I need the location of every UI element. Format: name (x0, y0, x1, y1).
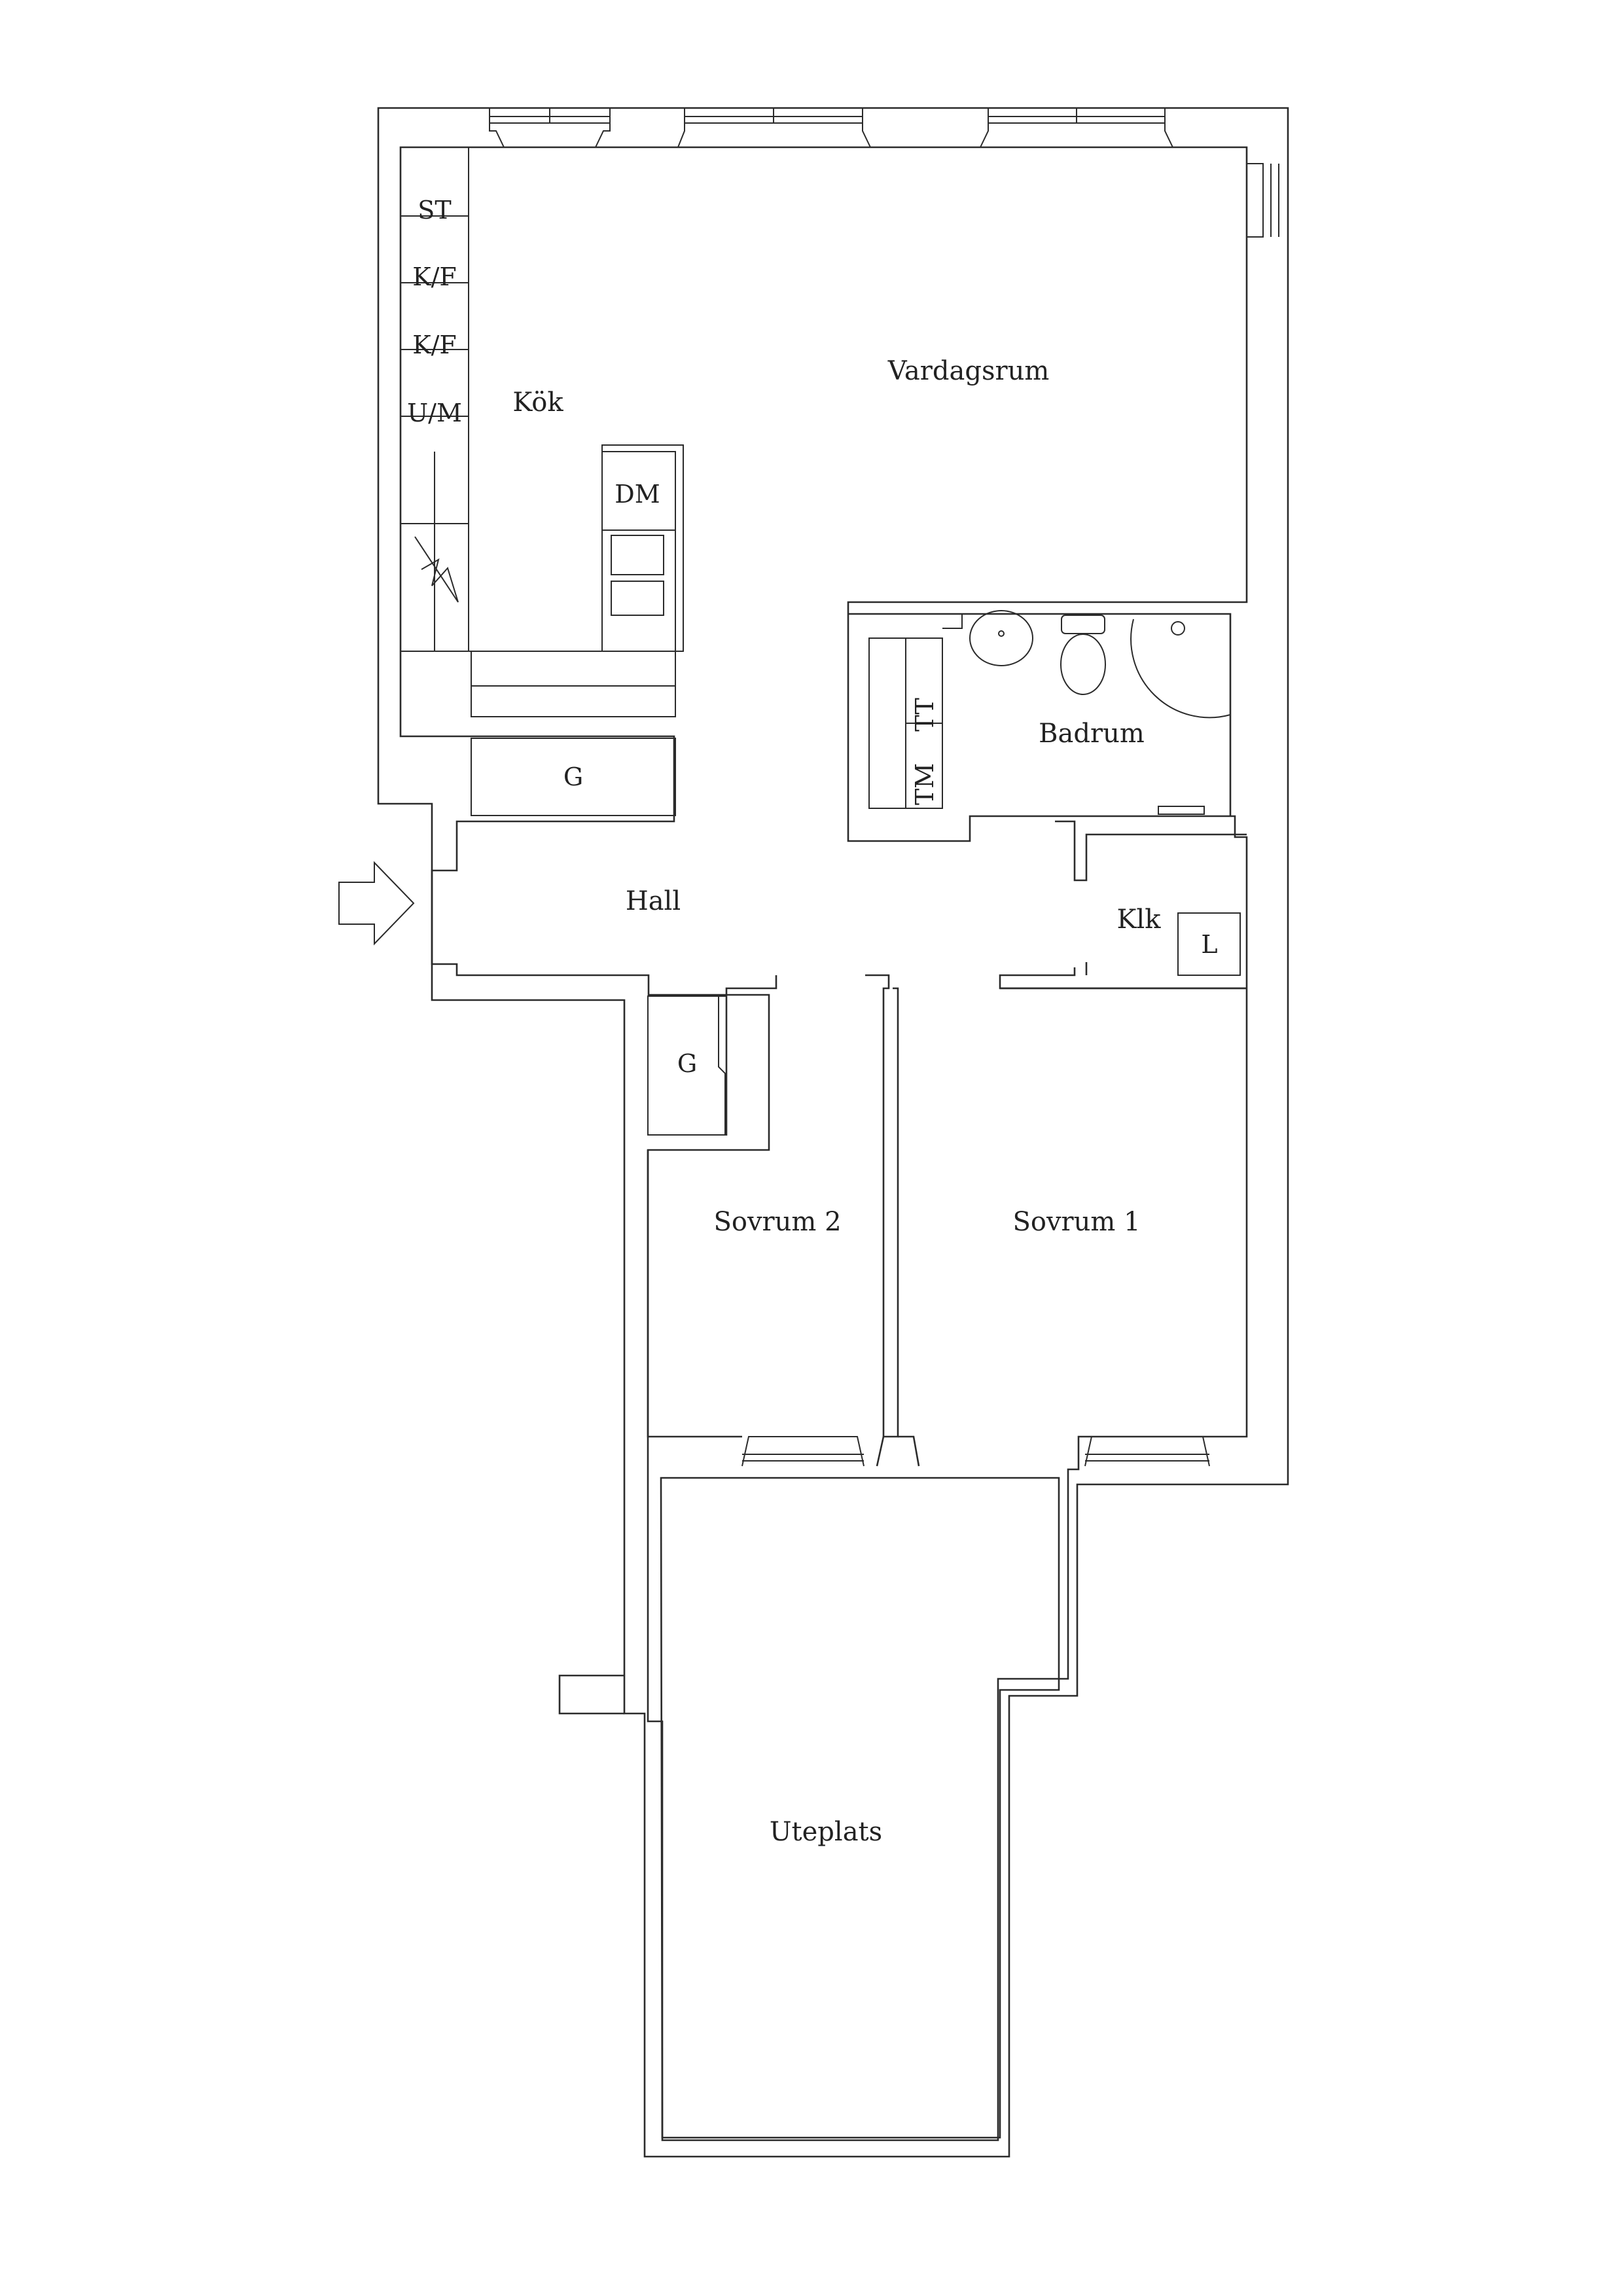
fixture-label-dryer: TT (910, 698, 939, 731)
fixture-label-stove: ST (418, 196, 451, 224)
fixture-label-wardrobe: G (677, 1049, 697, 1078)
outer-walls (377, 107, 1289, 2158)
fixture-label-oven-microwave: U/M (407, 399, 462, 427)
room-labels: Kök Vardagsrum Badrum Hall Klk Sovrum 2 … (512, 356, 1161, 1847)
bathroom-fixtures (848, 610, 1232, 816)
windows (489, 108, 1279, 1467)
room-label-closet: Klk (1117, 905, 1162, 935)
kitchen-fixtures (400, 147, 684, 816)
interior-walls (647, 820, 1247, 1467)
fixture-label-fridge-freezer: K/F (412, 331, 457, 359)
fixture-label-fridge-freezer: K/F (412, 262, 457, 291)
entrance-arrow-icon (338, 861, 415, 946)
fixture-label-linen-closet: L (1201, 930, 1217, 959)
room-label-living: Vardagsrum (887, 356, 1050, 386)
room-label-bathroom: Badrum (1039, 719, 1145, 749)
room-label-patio: Uteplats (770, 1817, 882, 1847)
fixture-label-wardrobe: G (563, 762, 583, 791)
room-label-kitchen: Kök (512, 387, 563, 418)
fixture-labels: ST K/F K/F U/M DM G G TT TM L (407, 196, 1217, 1078)
room-label-hall: Hall (626, 886, 681, 916)
room-label-bedroom1: Sovrum 1 (1012, 1207, 1140, 1237)
fixture-label-washing-machine: TM (910, 763, 939, 805)
room-label-bedroom2: Sovrum 2 (713, 1207, 841, 1237)
fixture-label-dishwasher: DM (615, 480, 660, 509)
